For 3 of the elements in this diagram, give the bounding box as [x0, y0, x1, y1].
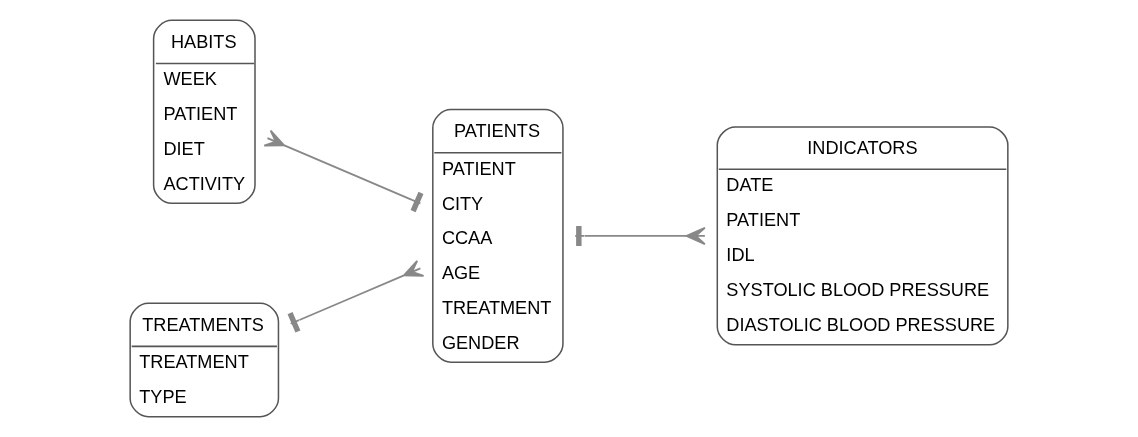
connector: [263, 129, 424, 213]
connector: [287, 259, 425, 333]
connector: [574, 225, 706, 246]
